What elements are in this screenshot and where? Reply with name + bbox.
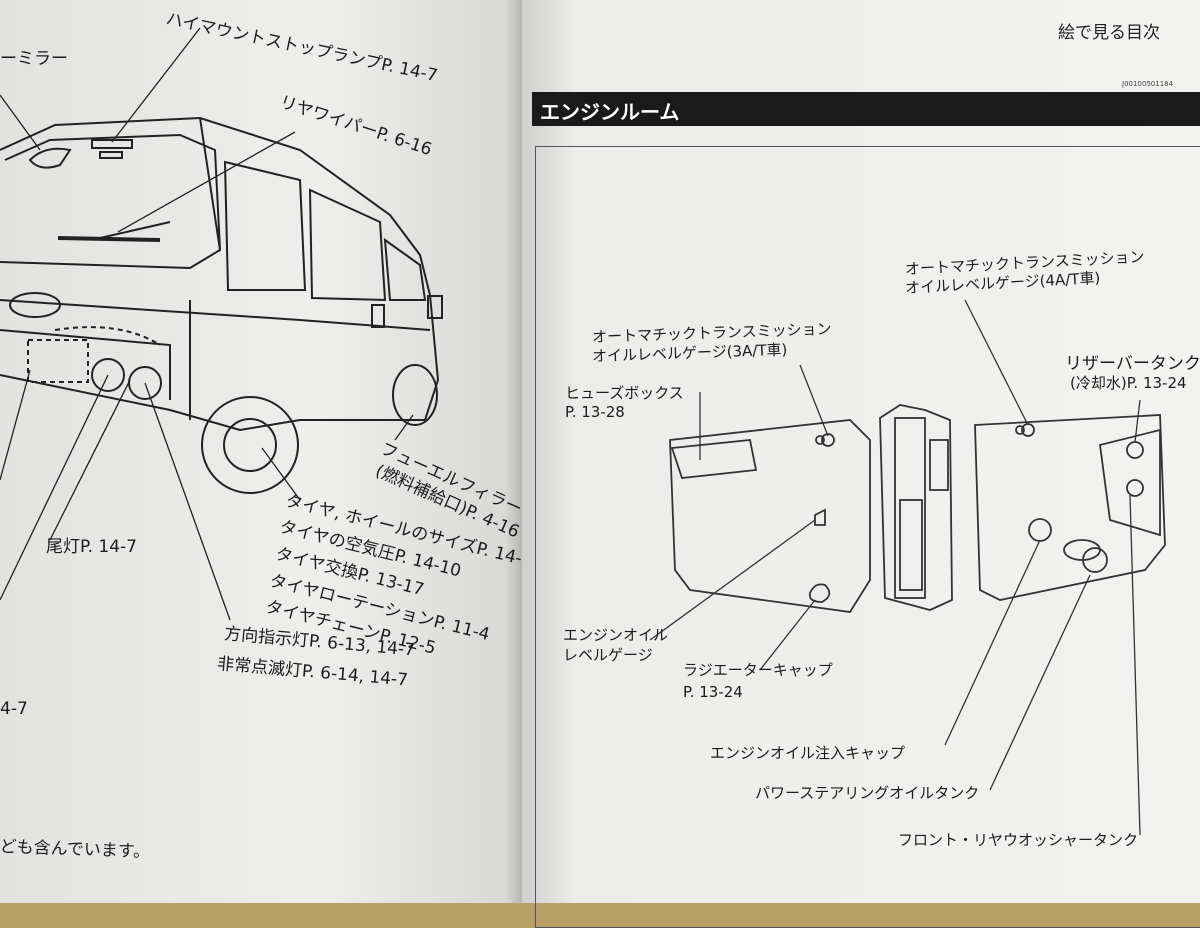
- mirror-label: ーミラー: [0, 49, 68, 69]
- washer-tank-label: フロント・リヤウオッシャータンク: [898, 831, 1139, 849]
- fuse-box-label-line1: ヒューズボックス: [565, 384, 684, 402]
- radiator-cap-label-line1: ラジエーターキャップ: [683, 661, 833, 679]
- section-header: エンジンルーム: [532, 92, 1200, 126]
- right-page: [522, 0, 1200, 903]
- page-code: J00100501184: [1122, 80, 1174, 88]
- tail-lamp-label: 尾灯P. 14-7: [46, 537, 137, 557]
- radiator-cap-label-line2: P. 13-24: [683, 683, 743, 701]
- engine-oil-gauge-label-line2: レベルゲージ: [563, 646, 653, 664]
- reservoir-tank-label-line2: (冷却水)P. 13-24: [1070, 374, 1187, 392]
- section-title: エンジンルーム: [540, 100, 680, 124]
- toc-title: 絵で見る目次: [1058, 23, 1160, 43]
- oil-filler-cap-label: エンジンオイル注入キャップ: [710, 744, 906, 762]
- reservoir-tank-label-line1: リザーバータンク: [1065, 354, 1200, 374]
- van-rear-illustration: [0, 27, 443, 621]
- engine-room-diagram: [649, 299, 1166, 836]
- engine-oil-gauge-label-line1: エンジンオイル: [563, 626, 669, 644]
- power-steering-tank-label: パワーステアリングオイルタンク: [755, 784, 980, 802]
- fuse-box-label-line2: P. 13-28: [565, 403, 625, 421]
- left-reference-label: 4-7: [0, 699, 28, 719]
- left-page: ーミラー ハイマウントストップランプP. 14-7 リヤワイパーP. 6-16 …: [0, 0, 530, 903]
